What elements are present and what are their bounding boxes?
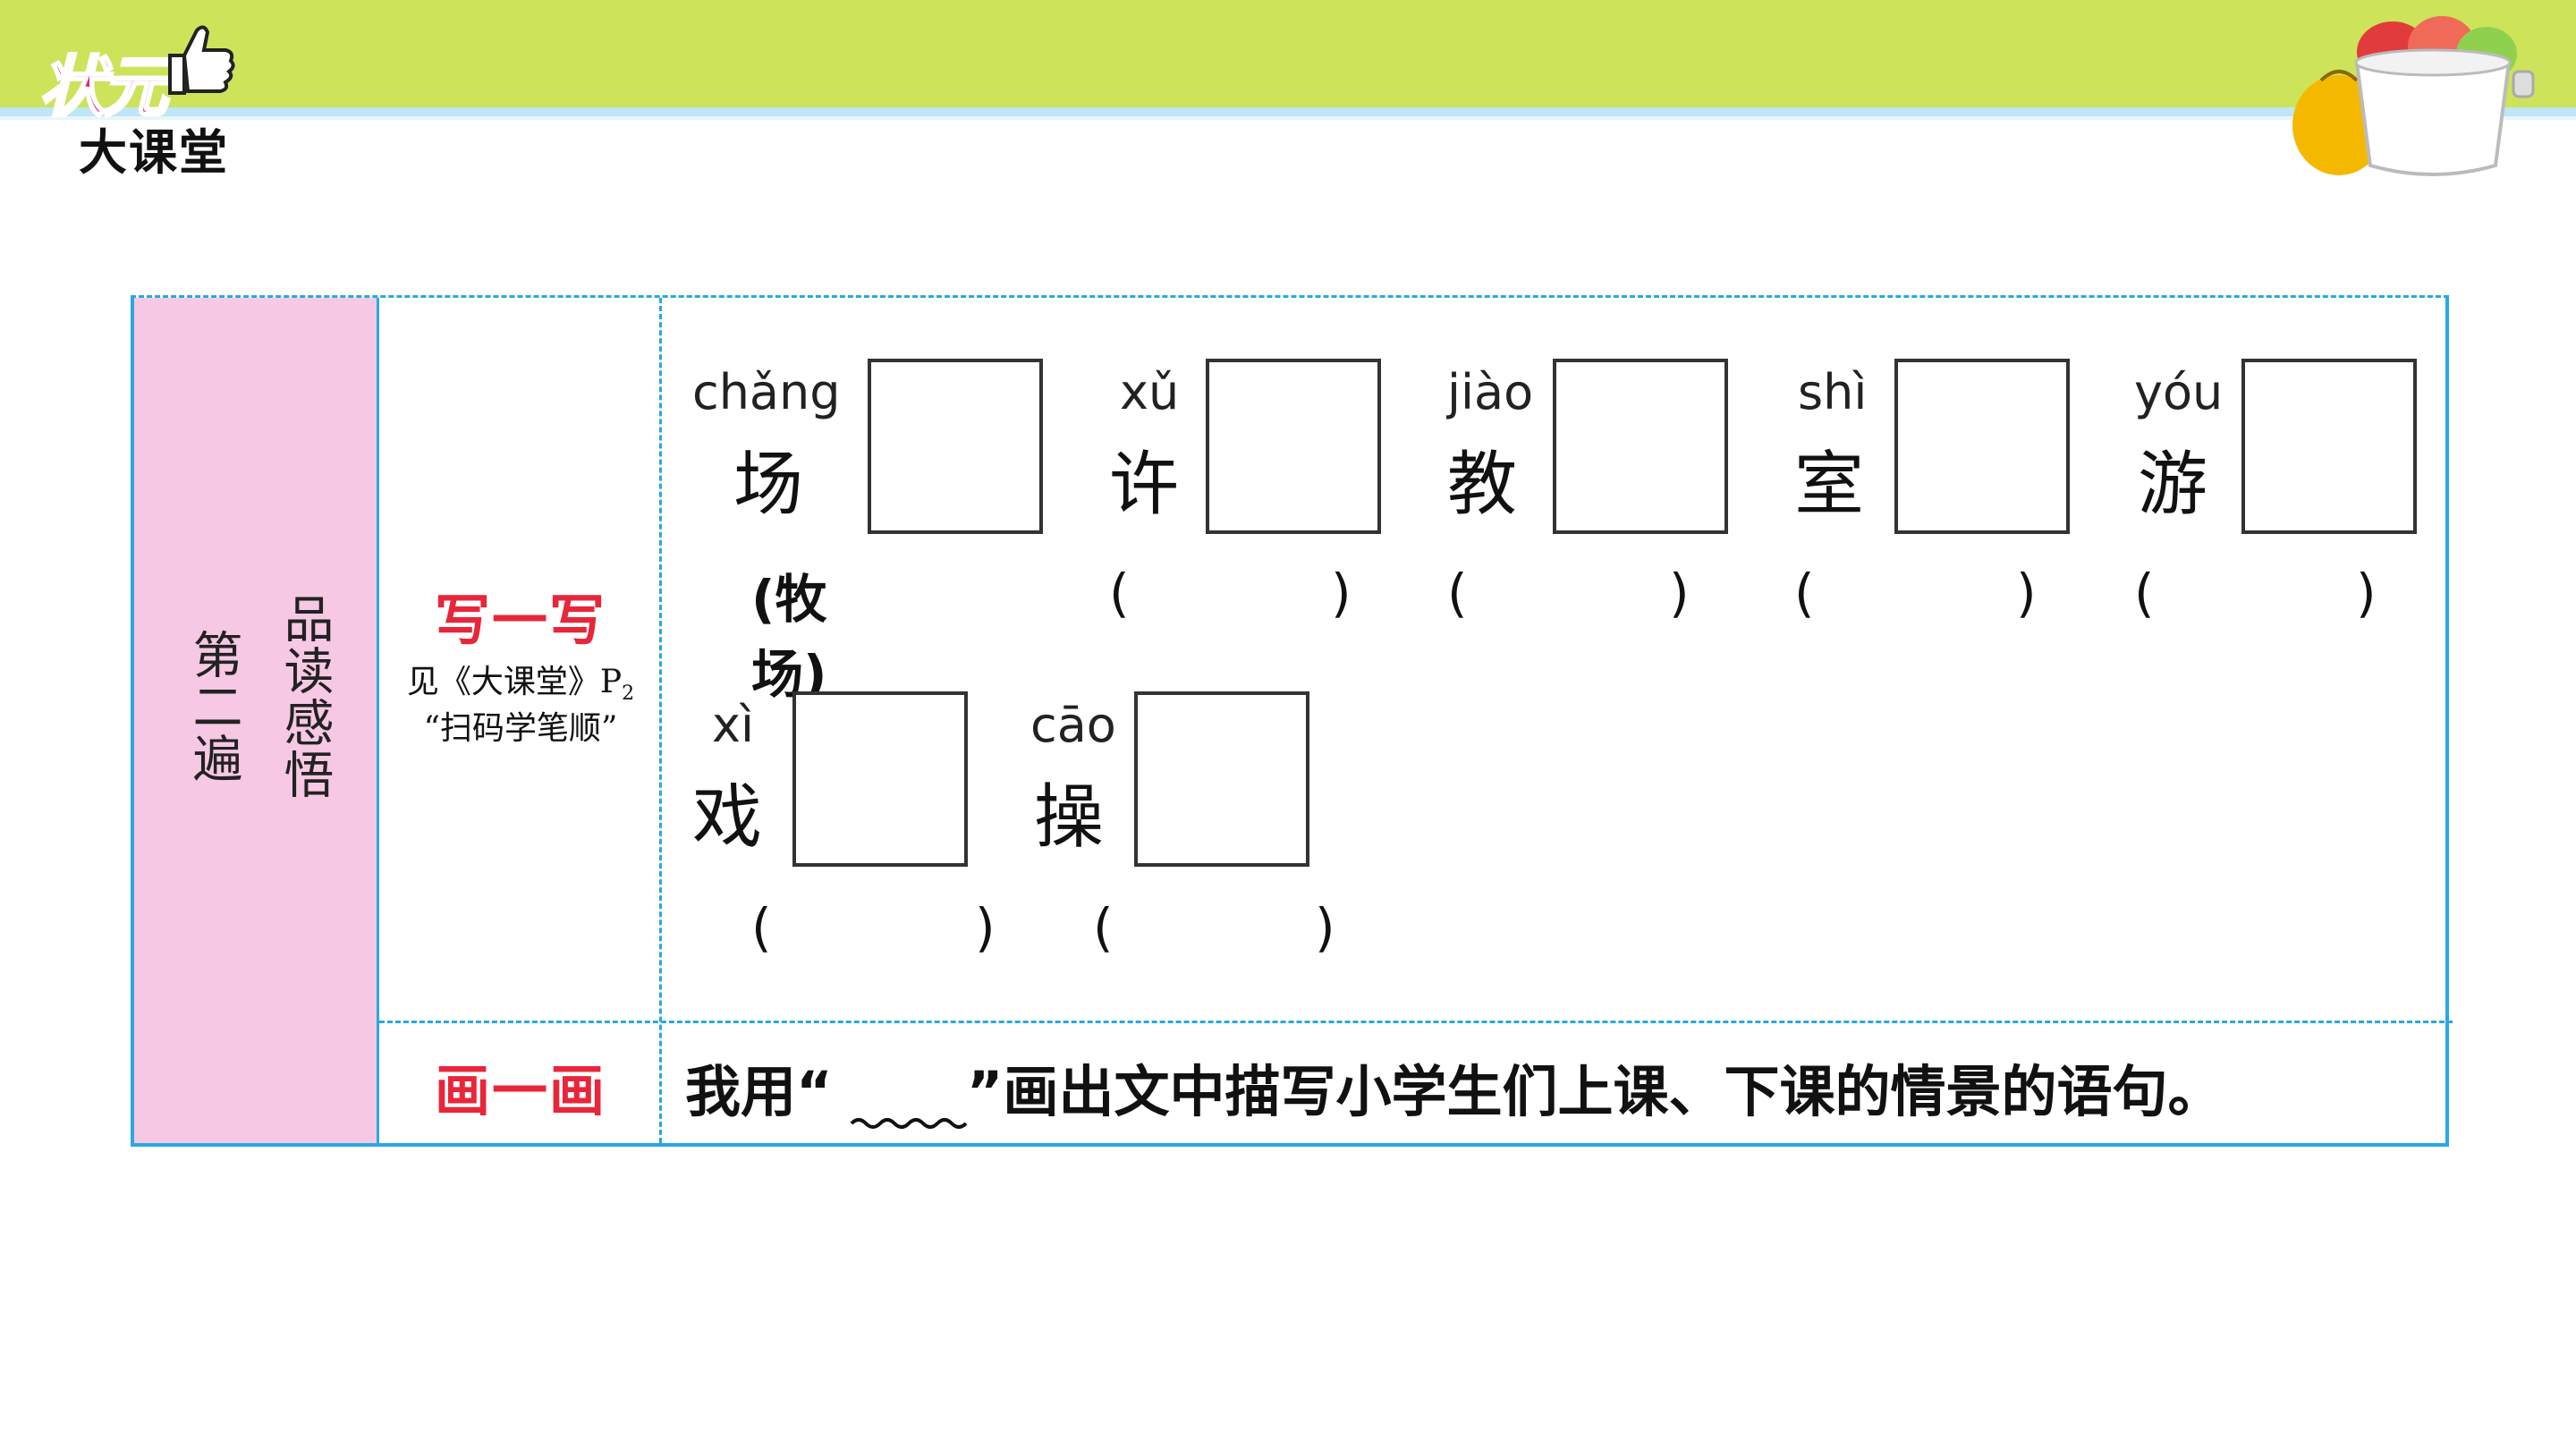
draw-label: 画一画 [434, 1058, 606, 1123]
paren-close: ) [1315, 897, 1335, 958]
write-note-line1: 见《大课堂》P2 [406, 664, 635, 706]
fruit-bowl-illustration [2292, 16, 2535, 176]
pinyin: xì [712, 697, 754, 753]
writing-box[interactable] [1894, 359, 2070, 534]
logo-top-text: 状元 [38, 48, 170, 128]
write-label: 写一写 [434, 588, 606, 653]
write-note-line2: “扫码学笔顺” [423, 710, 618, 747]
paren-open: ( [1794, 563, 1815, 623]
pinyin: jiào [1447, 364, 1534, 420]
paren-close: ) [975, 897, 996, 958]
writing-box[interactable] [1553, 359, 1728, 534]
answer-word: (牧场) [751, 569, 827, 705]
character: 场 [733, 445, 804, 525]
paren-close: ) [2356, 563, 2377, 623]
draw-instruction: 我用“”画出文中描写小学生们上课、下课的情景的语句。 [685, 1059, 2224, 1124]
pinyin: shì [1798, 364, 1868, 420]
top-stripe-light [0, 116, 2576, 120]
writing-box[interactable] [2241, 359, 2417, 534]
paren-open: ( [2134, 563, 2155, 623]
writing-box[interactable] [868, 359, 1043, 534]
wavy-underline-icon [850, 1118, 968, 1129]
brand-logo: 状元 大课堂 [32, 16, 265, 181]
paren-open: ( [1109, 563, 1130, 623]
paren-close: ) [2016, 563, 2037, 623]
character: 戏 [692, 777, 763, 858]
writing-box[interactable] [792, 691, 968, 867]
paren-open: ( [751, 897, 772, 958]
section-column: 品读感悟 第二遍 [134, 298, 379, 1143]
study-table: 品读感悟 第二遍 写一写 见《大课堂》P2 “扫码学笔顺” 画一画 chǎng … [131, 295, 2453, 1147]
top-stripe [0, 107, 2576, 116]
thumbs-up-icon [168, 25, 235, 95]
label-column: 写一写 见《大课堂》P2 “扫码学笔顺” 画一画 [379, 298, 662, 1143]
section-label: 第二遍 [184, 629, 242, 784]
top-banner [0, 0, 2576, 107]
character: 许 [1109, 445, 1180, 525]
pinyin: cāo [1030, 697, 1116, 753]
paren-close: ) [1331, 563, 1352, 623]
writing-box[interactable] [1134, 691, 1309, 867]
paren-close: ) [1669, 563, 1690, 623]
writing-box[interactable] [1206, 359, 1381, 534]
character: 室 [1794, 445, 1865, 525]
pinyin: yóu [2134, 364, 2224, 420]
character: 教 [1447, 445, 1518, 525]
pinyin: xǔ [1120, 364, 1180, 420]
row-divider [379, 1021, 2453, 1023]
paren-open: ( [1093, 897, 1114, 958]
section-title: 品读感悟 [275, 593, 334, 801]
character: 游 [2138, 445, 2208, 525]
logo-bottom-text: 大课堂 [79, 124, 229, 181]
pinyin: chǎng [692, 364, 841, 420]
paren-open: ( [1447, 563, 1468, 623]
character: 操 [1034, 777, 1105, 858]
